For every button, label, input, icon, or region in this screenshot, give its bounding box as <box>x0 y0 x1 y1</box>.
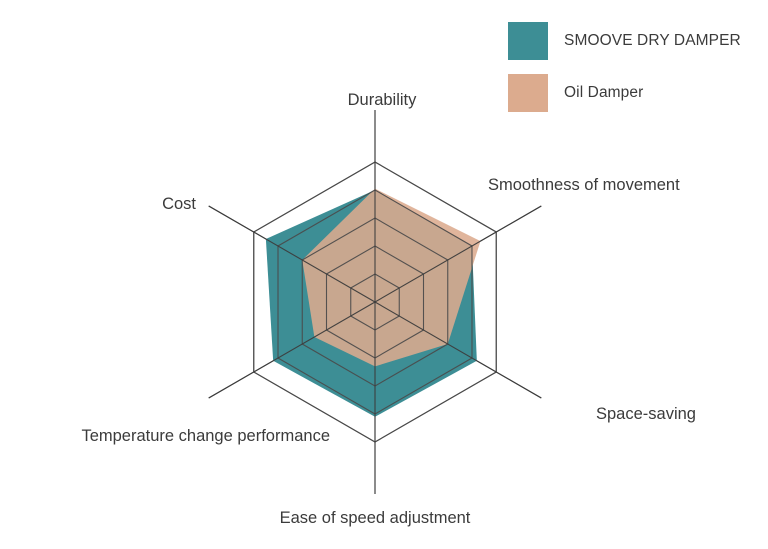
radar-label-ease-of-speed-adjustment: Ease of speed adjustment <box>280 509 471 527</box>
legend-swatch-smoove-icon <box>508 22 548 60</box>
radar-axis-2 <box>374 205 542 303</box>
radar-axis-6 <box>208 205 376 303</box>
radar-label-temperature-change-performance: Temperature change performance <box>81 427 330 445</box>
radar-label-cost: Cost <box>162 195 196 213</box>
radar-series-oil <box>302 188 481 367</box>
legend-swatch-oil-icon <box>508 74 548 112</box>
radar-label-smoothness-of-movement: Smoothness of movement <box>488 176 680 194</box>
legend-label-smoove: SMOOVE DRY DAMPER <box>564 32 741 50</box>
legend-item-oil: Oil Damper <box>508 74 741 112</box>
radar-axis-3 <box>374 301 542 399</box>
radar-axis-lines-overlay <box>208 110 542 494</box>
legend-item-smoove: SMOOVE DRY DAMPER <box>508 22 741 60</box>
legend-label-oil: Oil Damper <box>564 84 644 102</box>
radar-label-space-saving: Space-saving <box>596 405 696 423</box>
radar-axis-5 <box>208 301 376 399</box>
radar-label-durability: Durability <box>348 91 418 109</box>
chart-legend: SMOOVE DRY DAMPER Oil Damper <box>508 22 741 112</box>
